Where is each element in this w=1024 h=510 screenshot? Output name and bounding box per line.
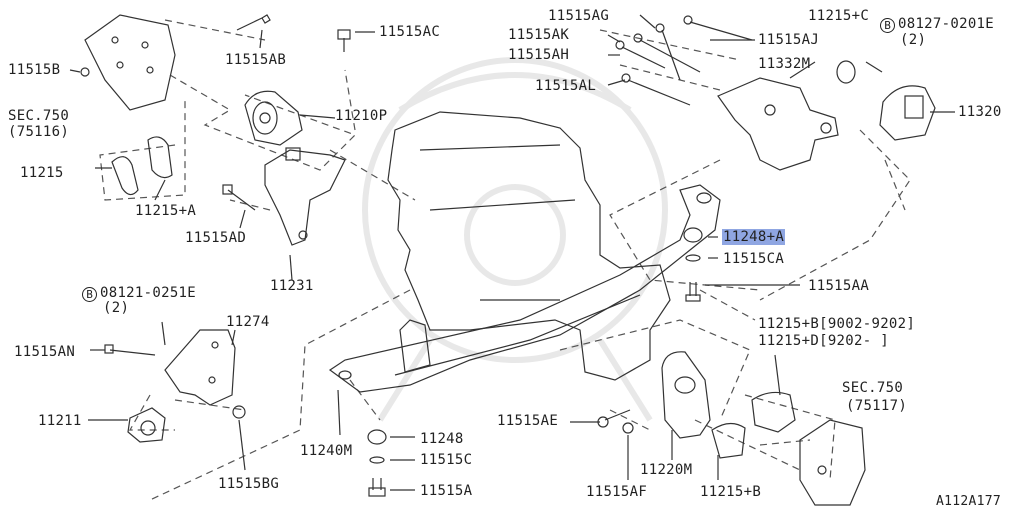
long-bolts	[615, 15, 753, 106]
label-11515AK[interactable]: 11515AK	[508, 27, 570, 43]
label-11515CA[interactable]: 11515CA	[723, 251, 785, 267]
bracket-11231	[264, 147, 346, 246]
label-11515A[interactable]: 11515A	[420, 483, 473, 499]
mount-11211	[127, 407, 166, 443]
label-11515AA[interactable]: 11515AA	[808, 278, 870, 294]
label-11515AC[interactable]: 11515AC	[379, 24, 441, 40]
label-11515AE[interactable]: 11515AE	[497, 413, 559, 429]
label-11210P[interactable]: 11210P	[335, 108, 388, 124]
label-11515AL[interactable]: 11515AL	[535, 78, 597, 94]
label-11515BG[interactable]: 11515BG	[218, 476, 280, 492]
bracket-sec750-right	[799, 419, 866, 506]
label-11515C[interactable]: 11515C	[420, 452, 473, 468]
label-11515AG[interactable]: 11515AG	[548, 8, 610, 24]
label-11515AB[interactable]: 11515AB	[225, 52, 287, 68]
crossmember	[328, 184, 721, 393]
link-11215	[111, 136, 173, 196]
label-75117: (75117)	[846, 398, 908, 414]
insulator-11248	[367, 429, 387, 497]
label-11215A[interactable]: 11215+A	[135, 203, 197, 219]
leader-lines	[69, 14, 955, 491]
watermark-emblem	[362, 57, 668, 422]
label-11211[interactable]: 11211	[38, 413, 82, 429]
mount-11320	[836, 60, 936, 141]
label-sec750-right[interactable]: SEC.750	[842, 380, 904, 396]
label-08127-0201E[interactable]: 08127-0201E	[898, 16, 995, 32]
bolt-marker-b-bottom: B	[82, 287, 97, 302]
dashed-guides	[99, 19, 911, 501]
bracket-11332M	[717, 77, 839, 171]
label-11515AF[interactable]: 11515AF	[586, 484, 648, 500]
label-08127-qty: (2)	[900, 32, 927, 48]
label-sec750-left[interactable]: SEC.750	[8, 108, 70, 124]
label-11515AH[interactable]: 11515AH	[508, 47, 570, 63]
label-11215C[interactable]: 11215+C	[808, 8, 870, 24]
label-11515AJ[interactable]: 11515AJ	[758, 32, 820, 48]
label-08121-0251E[interactable]: 08121-0251E	[100, 285, 197, 301]
engine-block	[387, 111, 671, 381]
label-11240M[interactable]: 11240M	[300, 443, 353, 459]
label-11248A[interactable]: 11248+A	[722, 229, 786, 245]
label-11215B-range[interactable]: 11215+B[9002-9202]	[758, 316, 916, 332]
drawing-id: A112A177	[936, 494, 1002, 509]
label-11248[interactable]: 11248	[420, 431, 464, 447]
label-11220M[interactable]: 11220M	[640, 462, 693, 478]
insulator-11248A	[683, 227, 703, 302]
label-11515AN[interactable]: 11515AN	[14, 344, 76, 360]
label-11231[interactable]: 11231	[270, 278, 314, 294]
bolts-top	[222, 14, 351, 211]
label-08121-qty: (2)	[103, 300, 130, 316]
label-11515B[interactable]: 11515B	[8, 62, 61, 78]
label-11274[interactable]: 11274	[226, 314, 270, 330]
mount-11220M	[597, 351, 711, 439]
mount-11210P	[244, 90, 303, 146]
label-11215D-range[interactable]: 11215+D[9202- ]	[758, 333, 889, 349]
label-11215B-bottom[interactable]: 11215+B	[700, 484, 762, 500]
bracket-sec750-left	[80, 14, 176, 111]
bolt-marker-b-top: B	[880, 18, 895, 33]
label-11515AD[interactable]: 11515AD	[185, 230, 247, 246]
label-75116: (75116)	[8, 124, 70, 140]
label-11332M[interactable]: 11332M	[758, 56, 811, 72]
label-11215[interactable]: 11215	[20, 165, 64, 181]
bracket-11274	[104, 321, 246, 419]
label-11320[interactable]: 11320	[958, 104, 1002, 120]
